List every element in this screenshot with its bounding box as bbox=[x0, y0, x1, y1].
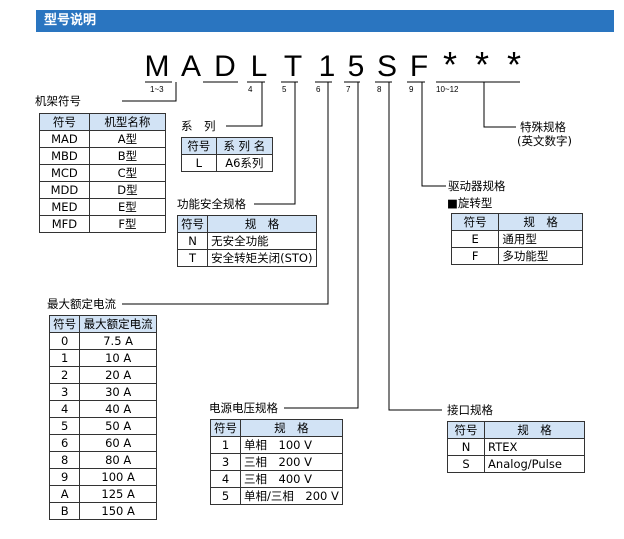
model-char-9: F bbox=[409, 50, 429, 83]
special-subtitle: (英文数字) bbox=[517, 134, 572, 148]
safety-header-symbol: 符号 bbox=[176, 215, 209, 233]
index-label-4: 4 bbox=[248, 85, 253, 94]
model-char-8: S bbox=[376, 50, 397, 83]
frame-header-name: 机型名称 bbox=[88, 113, 167, 131]
line-voltage bbox=[284, 82, 359, 409]
frame-header-symbol: 符号 bbox=[39, 113, 90, 131]
series-header-name: 系 列 名 bbox=[215, 137, 274, 155]
voltage-header-symbol: 符号 bbox=[210, 419, 241, 437]
model-char-3: D bbox=[214, 50, 236, 83]
line-frame bbox=[122, 82, 177, 102]
model-char-5: T bbox=[283, 50, 303, 83]
section-header: 型号说明 bbox=[36, 10, 614, 32]
model-code: M A D L T 1 5 S F * * * 1~3 4 5 6 7 8 9 … bbox=[0, 0, 624, 120]
model-char-4: L bbox=[250, 50, 268, 83]
interface-title: 接口规格 bbox=[447, 403, 493, 417]
interface-header-symbol: 符号 bbox=[446, 421, 486, 439]
voltage-header-spec: 规 格 bbox=[240, 419, 343, 437]
safety-header-spec: 规 格 bbox=[207, 215, 317, 233]
line-interface bbox=[388, 82, 442, 411]
model-char-10: * bbox=[442, 44, 457, 85]
index-label-5: 5 bbox=[282, 85, 287, 94]
model-char-6: 1 bbox=[318, 50, 336, 83]
safety-title: 功能安全规格 bbox=[177, 197, 246, 211]
special-title: 特殊规格 bbox=[520, 120, 566, 134]
frame-title: 机架符号 bbox=[35, 94, 81, 108]
index-label-9: 9 bbox=[409, 85, 414, 94]
series-title: 系 列 bbox=[181, 119, 216, 133]
driver-header-spec: 规 格 bbox=[498, 213, 583, 231]
line-special bbox=[483, 82, 516, 128]
voltage-title: 电源电压规格 bbox=[209, 401, 278, 415]
series-header-symbol: 符号 bbox=[181, 137, 217, 155]
model-char-7: 5 bbox=[347, 50, 365, 83]
driver-subtitle: ■旋转型 bbox=[447, 196, 493, 210]
index-label-10-12: 10~12 bbox=[436, 85, 459, 94]
index-label-6: 6 bbox=[316, 85, 321, 94]
index-label-7: 7 bbox=[346, 85, 351, 94]
model-char-2: A bbox=[180, 50, 201, 83]
line-driver bbox=[421, 82, 446, 187]
current-header-symbol: 符号 bbox=[48, 315, 81, 333]
driver-header-symbol: 符号 bbox=[450, 213, 500, 231]
section-title: 型号说明 bbox=[44, 13, 97, 28]
interface-header-spec: 规 格 bbox=[484, 421, 585, 439]
driver-title: 驱动器规格 bbox=[448, 179, 506, 193]
current-title: 最大额定电流 bbox=[47, 297, 116, 311]
model-char-1: M bbox=[144, 50, 170, 83]
model-char-11: * bbox=[474, 44, 489, 85]
current-header-value: 最大额定电流 bbox=[79, 315, 157, 333]
model-char-12: * bbox=[506, 44, 521, 85]
line-series bbox=[226, 82, 263, 127]
line-safety bbox=[254, 82, 296, 205]
line-current bbox=[122, 82, 329, 305]
index-label-8: 8 bbox=[377, 85, 382, 94]
index-label-1-3: 1~3 bbox=[150, 85, 164, 94]
